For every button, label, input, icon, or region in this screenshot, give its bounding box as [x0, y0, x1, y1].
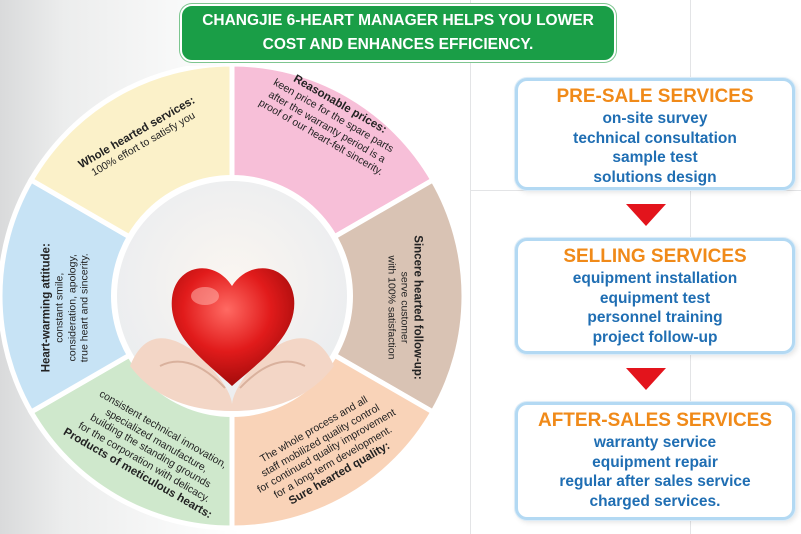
panel-title: AFTER-SALES SERVICES	[537, 410, 773, 431]
six-heart-wheel	[0, 66, 467, 531]
panel-item: equipment installation	[572, 270, 738, 287]
selling-panel: SELLING SERVICES equipment installation …	[515, 238, 795, 354]
pre-sale-panel: PRE-SALE SERVICES on-site survey technic…	[515, 78, 795, 190]
panel-title: PRE-SALE SERVICES	[556, 86, 754, 107]
background-line	[470, 190, 801, 191]
panel-item: technical consultation	[573, 129, 737, 147]
red-down-arrow-icon	[626, 368, 666, 390]
panel-item: warranty service	[593, 434, 717, 451]
segment-title: Heart-warming attitude:	[40, 243, 53, 373]
panel-item: equipment repair	[592, 453, 718, 471]
panel-item: regular after sales service	[559, 473, 751, 490]
header-banner: CHANGJIE 6-HEART MANAGER HELPS YOU LOWER…	[180, 4, 616, 62]
panel-item: on-site survey	[602, 110, 708, 127]
header-line-1: CHANGJIE 6-HEART MANAGER HELPS YOU LOWER	[202, 12, 594, 29]
panel-item: personnel training	[587, 309, 723, 326]
panel-title: SELLING SERVICES	[563, 246, 747, 267]
panel-item: sample test	[612, 149, 698, 166]
after-sales-panel: AFTER-SALES SERVICES warranty service eq…	[515, 402, 795, 520]
segment-title: Sincere hearted follow-up:	[411, 235, 424, 380]
heart-in-hands-icon	[130, 268, 334, 411]
segment-heart-warming: Heart-warming attitude: constant smile, …	[39, 228, 91, 388]
header-line-2: COST AND ENHANCES EFFICIENCY.	[262, 36, 534, 53]
panel-item: equipment test	[599, 289, 711, 307]
panel-item: charged services.	[589, 492, 721, 510]
panel-item: solutions design	[593, 168, 717, 186]
segment-sincere-follow-up: Sincere hearted follow-up: serve custome…	[386, 233, 425, 383]
background-line	[470, 0, 471, 534]
panel-item: project follow-up	[592, 328, 718, 346]
red-down-arrow-icon	[626, 204, 666, 226]
